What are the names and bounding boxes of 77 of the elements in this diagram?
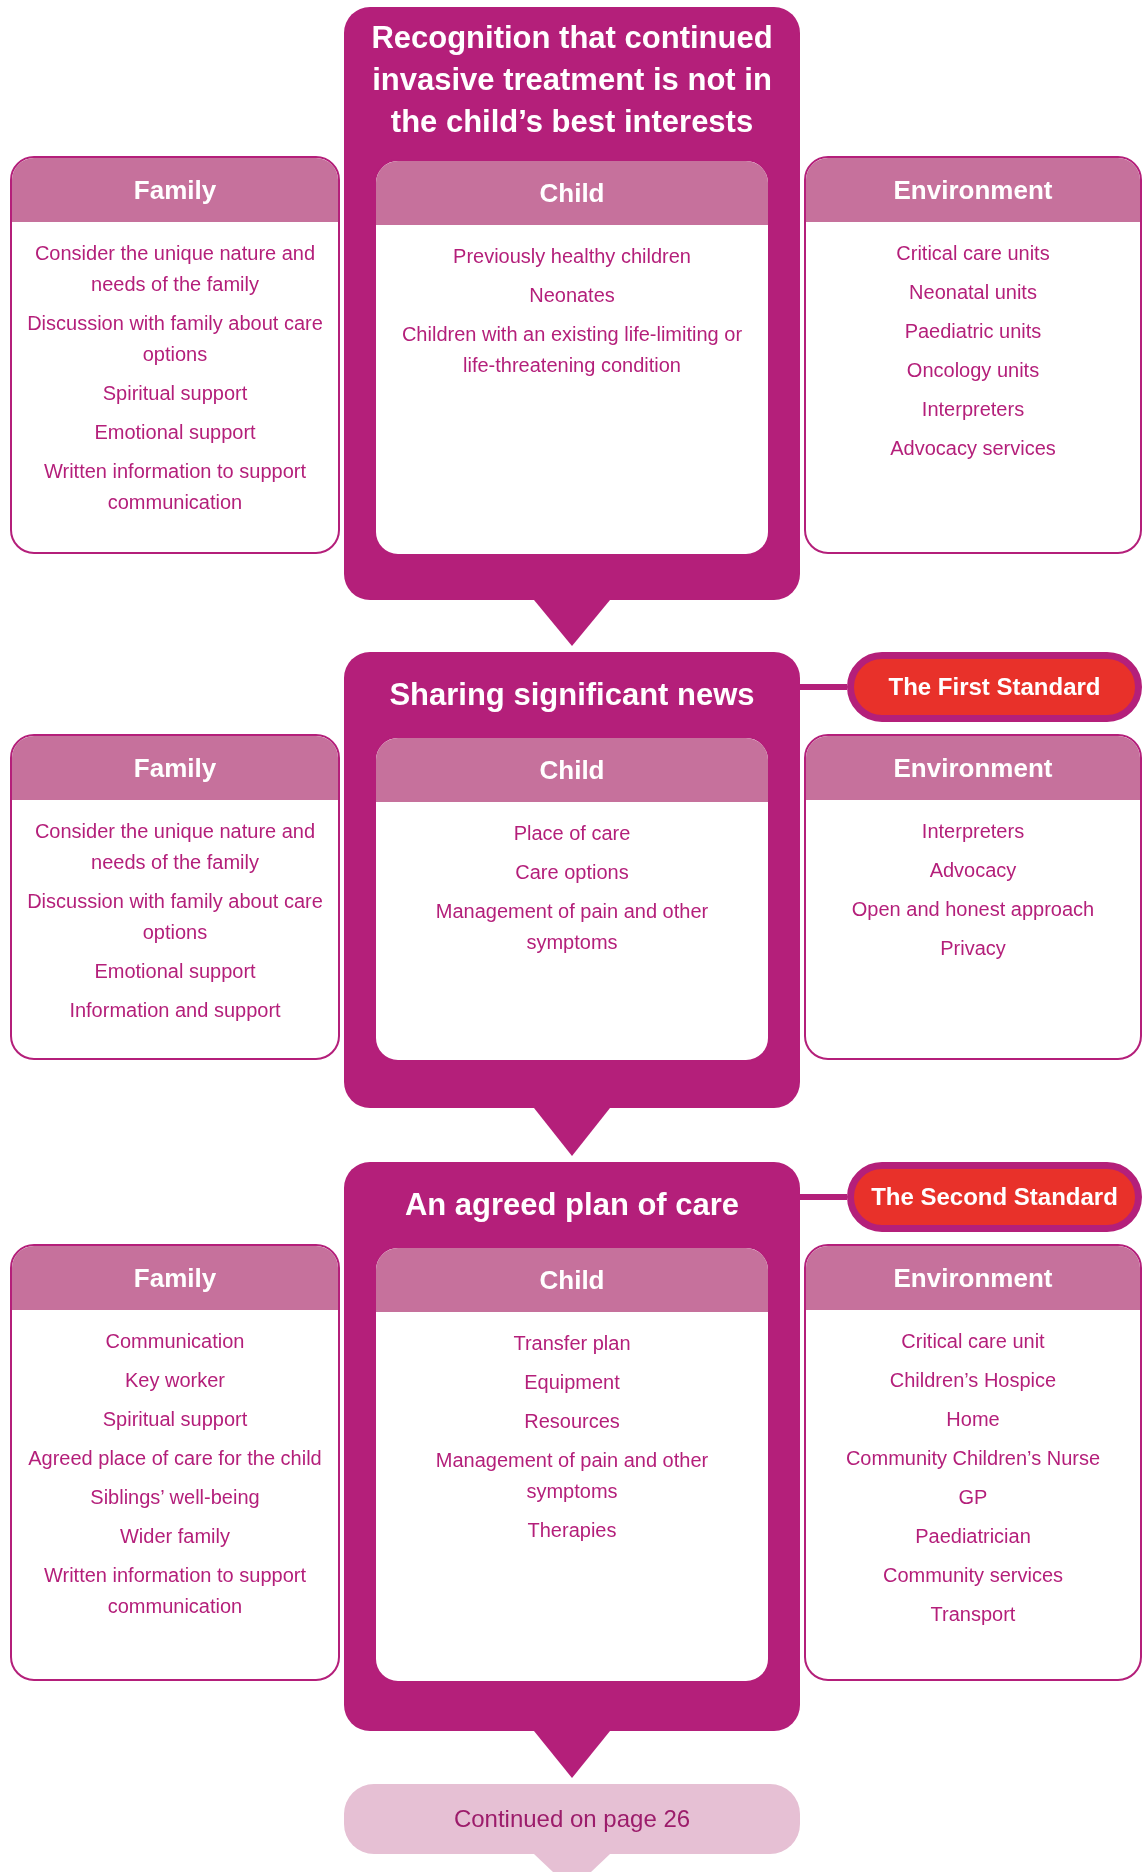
list-item: Children’s Hospice xyxy=(888,1368,1058,1393)
list-item: Privacy xyxy=(939,936,1007,961)
card-heading: Child xyxy=(376,161,768,225)
list-item: Agreed place of care for the child xyxy=(27,1446,323,1471)
stage-title: An agreed plan of care xyxy=(403,1186,741,1224)
list-item: Transport xyxy=(929,1602,1017,1627)
list-item: GP xyxy=(957,1485,989,1510)
card-heading: Environment xyxy=(806,736,1140,800)
list-item: Interpreters xyxy=(920,819,1026,844)
list-item: Consider the unique nature and needs of the family xyxy=(33,241,317,297)
card-heading: Environment xyxy=(806,158,1140,222)
stage-title: Recognition that continued invasive treatment is not in the child’s best interests xyxy=(370,19,774,141)
category-card xyxy=(804,1244,1142,1681)
chevron-arrow xyxy=(534,1854,610,1872)
stage-panel xyxy=(344,7,800,600)
chevron-arrow xyxy=(534,600,610,646)
connector-line xyxy=(800,684,847,690)
stage-title: Sharing significant news xyxy=(388,676,756,714)
list-item: Transfer plan xyxy=(512,1331,632,1356)
list-item: Key worker xyxy=(124,1368,226,1393)
category-card xyxy=(804,156,1142,554)
list-item: Open and honest approach xyxy=(850,897,1096,922)
list-item: Children with an existing life-limiting or life-threatening condition xyxy=(400,322,744,378)
category-card xyxy=(10,1244,340,1681)
standard-badge: The Second Standard xyxy=(847,1162,1142,1232)
list-item: Management of pain and other symptoms xyxy=(434,1448,710,1504)
category-card xyxy=(804,734,1142,1060)
card-heading: Family xyxy=(12,1246,338,1310)
list-item: Critical care unit xyxy=(900,1329,1046,1354)
stage-panel xyxy=(344,1162,800,1731)
list-item: Discussion with family about care options xyxy=(26,311,324,367)
list-item: Information and support xyxy=(68,998,282,1023)
card-heading: Child xyxy=(376,1248,768,1312)
card-heading: Family xyxy=(12,736,338,800)
card-heading: Family xyxy=(12,158,338,222)
stage-panel xyxy=(344,652,800,1108)
list-item: Care options xyxy=(514,860,630,885)
list-item: Paediatrician xyxy=(914,1524,1032,1549)
list-item: Discussion with family about care options xyxy=(26,889,324,945)
connector-line xyxy=(800,1194,847,1200)
list-item: Therapies xyxy=(526,1518,618,1543)
category-card xyxy=(10,734,340,1060)
chevron-arrow xyxy=(534,1731,610,1778)
list-item: Community services xyxy=(881,1563,1064,1588)
card-heading: Environment xyxy=(806,1246,1140,1310)
list-item: Resources xyxy=(523,1409,621,1434)
list-item: Paediatric units xyxy=(903,319,1043,344)
list-item: Equipment xyxy=(523,1370,621,1395)
list-item: Neonatal units xyxy=(908,280,1038,305)
list-item: Neonates xyxy=(528,283,616,308)
list-item: Management of pain and other symptoms xyxy=(434,899,710,955)
category-card xyxy=(10,156,340,554)
list-item: Siblings’ well-being xyxy=(89,1485,261,1510)
card-heading: Child xyxy=(376,738,768,802)
chevron-arrow xyxy=(534,1108,610,1156)
category-card xyxy=(374,736,770,1062)
list-item: Advocacy xyxy=(928,858,1018,883)
list-item: Spiritual support xyxy=(101,1407,249,1432)
list-item: Home xyxy=(945,1407,1001,1432)
list-item: Community Children’s Nurse xyxy=(844,1446,1102,1471)
standard-badge: The First Standard xyxy=(847,652,1142,722)
list-item: Advocacy services xyxy=(889,436,1057,461)
list-item: Spiritual support xyxy=(101,381,249,406)
list-item: Consider the unique nature and needs of the family xyxy=(33,819,317,875)
list-item: Interpreters xyxy=(920,397,1026,422)
list-item: Written information to support communication xyxy=(43,459,307,515)
list-item: Previously healthy children xyxy=(452,244,692,269)
list-item: Communication xyxy=(104,1329,246,1354)
list-item: Emotional support xyxy=(93,420,257,445)
list-item: Wider family xyxy=(119,1524,231,1549)
category-card xyxy=(374,159,770,556)
list-item: Oncology units xyxy=(905,358,1041,383)
list-item: Emotional support xyxy=(93,959,257,984)
list-item: Critical care units xyxy=(895,241,1051,266)
list-item: Written information to support communication xyxy=(43,1563,307,1619)
list-item: Place of care xyxy=(512,821,632,846)
category-card xyxy=(374,1246,770,1683)
